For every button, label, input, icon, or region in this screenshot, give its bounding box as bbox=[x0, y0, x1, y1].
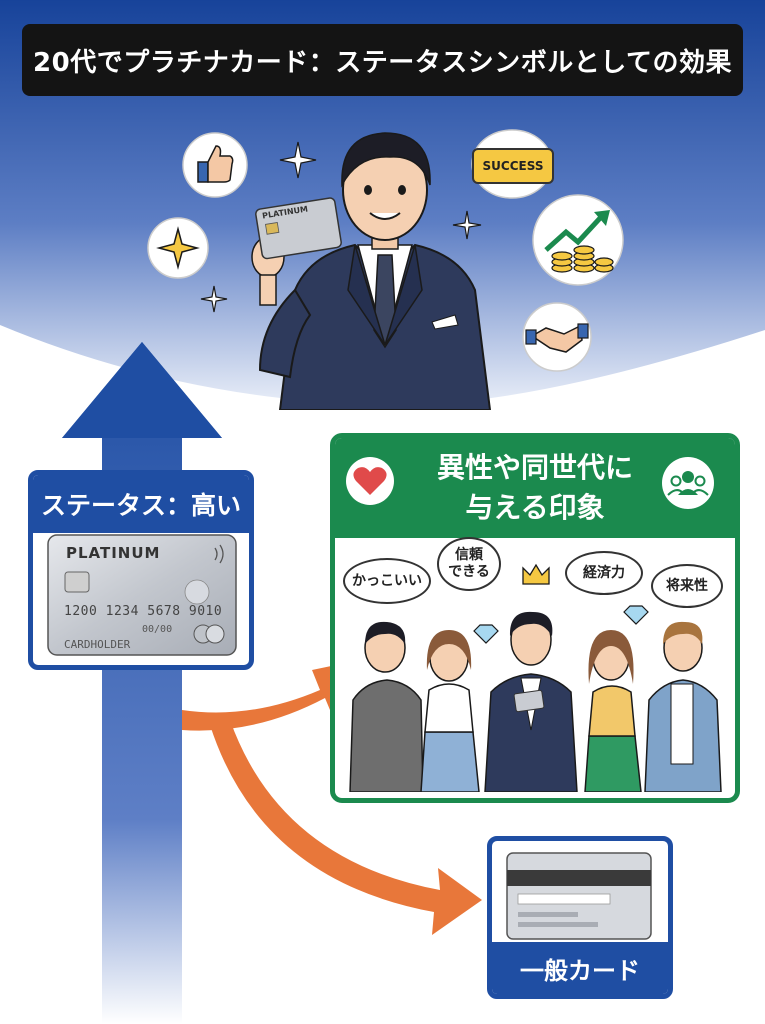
general-card-label: 一般カード bbox=[492, 942, 668, 994]
impression-title-line2: 与える印象 bbox=[465, 491, 605, 524]
handshake-icon bbox=[522, 302, 592, 372]
crown-icon bbox=[522, 563, 550, 585]
card-brand: PLATINUM bbox=[66, 544, 161, 562]
success-badge: SUCCESS bbox=[472, 148, 554, 184]
growth-coins-icon bbox=[532, 194, 624, 286]
people-group-illustration bbox=[349, 611, 722, 792]
impression-bubble-future: 将来性 bbox=[651, 564, 723, 608]
impression-title: 異性や同世代に 与える印象 bbox=[415, 448, 655, 528]
heart-icon bbox=[346, 457, 394, 505]
impression-title-line1: 異性や同世代に bbox=[436, 451, 633, 484]
card-expiry: 00/00 bbox=[142, 624, 173, 635]
orange-arrows bbox=[182, 660, 482, 935]
general-card-image bbox=[506, 852, 652, 940]
arrow-to-general bbox=[210, 720, 482, 935]
diamond-icon bbox=[473, 624, 499, 644]
sparkle-icon bbox=[200, 285, 228, 313]
sparkle-icon bbox=[452, 210, 482, 240]
card-holder: CARDHOLDER bbox=[64, 638, 131, 651]
card-number: 1200 1234 5678 9010 bbox=[64, 604, 223, 619]
sparkle-icon bbox=[279, 141, 317, 179]
platinum-card-image bbox=[47, 534, 237, 656]
status-label: ステータス：高い bbox=[33, 475, 249, 533]
impression-bubble-wealth: 経済力 bbox=[565, 551, 643, 595]
group-icon bbox=[662, 457, 714, 509]
impression-bubble-cool: かっこいい bbox=[343, 558, 431, 604]
businessman-illustration bbox=[251, 132, 492, 410]
page-title: 20代でプラチナカード：ステータスシンボルとしての効果 bbox=[22, 24, 743, 96]
arrow-to-impression bbox=[182, 660, 360, 731]
sparkle-bubble-icon bbox=[147, 217, 209, 279]
thumbs-up-icon bbox=[182, 132, 248, 198]
diamond-icon bbox=[623, 605, 649, 625]
impression-bubble-trust: 信頼 できる bbox=[437, 537, 501, 591]
